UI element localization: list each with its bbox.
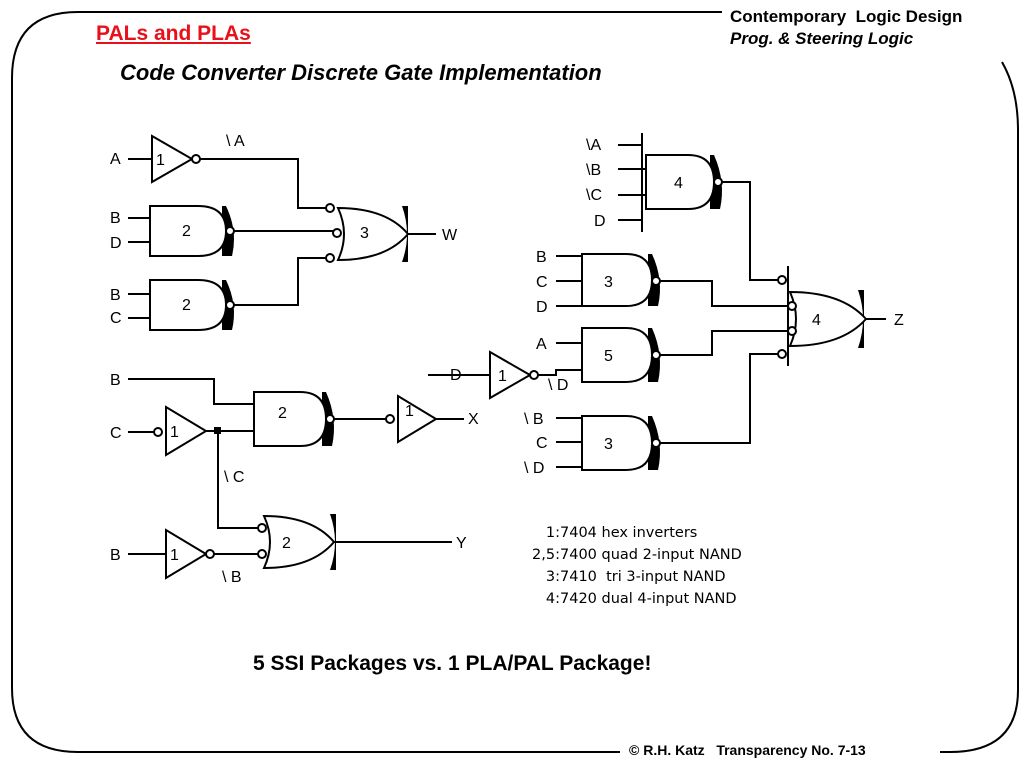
label-a: A <box>536 336 547 353</box>
nand-gate-x <box>253 391 335 447</box>
legend-text: 7410 tri 3-input NAND <box>560 569 726 585</box>
w-circuit <box>128 134 436 331</box>
nand-gate-3-bcd <box>581 253 661 307</box>
label-b: B <box>110 372 121 389</box>
gate-number: 3 <box>604 436 613 453</box>
legend-row: 1: 7404 hex inverters <box>518 522 742 544</box>
label-b: B <box>110 287 121 304</box>
gate-number: 1 <box>498 368 507 385</box>
inverter-gate-d <box>489 350 539 400</box>
label-c: C <box>536 274 548 291</box>
or-gate-w <box>325 203 410 263</box>
gate-number: 1 <box>170 547 179 564</box>
footer-credit: © R.H. Katz Transparency No. 7-13 <box>629 742 866 758</box>
header-right: Contemporary Logic Design Prog. & Steeri… <box>730 6 962 50</box>
inverter-gate-b <box>165 528 215 580</box>
label-c: C <box>110 425 122 442</box>
label-d: D <box>594 213 606 230</box>
legend-row: 4: 7420 dual 4-input NAND <box>518 588 742 610</box>
legend-code: 1: <box>545 525 560 541</box>
or-gate-y <box>257 514 336 570</box>
gate-number: 4 <box>812 312 821 329</box>
gate-number: 1 <box>170 424 179 441</box>
slide-title: Code Converter Discrete Gate Implementat… <box>120 60 602 85</box>
legend-text: 7400 quad 2-input NAND <box>560 547 742 563</box>
gate-number: 5 <box>604 348 613 365</box>
inverter-gate-c <box>165 405 208 457</box>
package-legend: 1: 7404 hex inverters 2,5: 7400 quad 2-i… <box>518 522 742 610</box>
label-b: B <box>110 547 121 564</box>
label-d: D <box>536 299 548 316</box>
label-d: D <box>110 235 122 252</box>
output-w: W <box>442 227 458 244</box>
gate-number: 2 <box>282 535 291 552</box>
gate-number: 3 <box>604 274 613 291</box>
legend-text: 7404 hex inverters <box>560 525 698 541</box>
legend-text: 7420 dual 4-input NAND <box>560 591 737 607</box>
label-not-d: \ D <box>548 377 568 394</box>
label-not-c: \ C <box>224 469 244 486</box>
label-not-a: \A <box>586 137 601 154</box>
label-not-d: \ D <box>524 460 544 477</box>
label-not-b: \B <box>586 162 601 179</box>
course-title: Contemporary Logic Design <box>730 7 963 26</box>
nand-gate-bc <box>149 279 235 331</box>
label-not-a: \ A <box>226 133 245 150</box>
section-title: PALs and PLAs <box>96 22 251 45</box>
conclusion-text: 5 SSI Packages vs. 1 PLA/PAL Package! <box>253 652 652 675</box>
legend-code: 2,5: <box>532 547 560 563</box>
nand-gate-3-bcd-inverted <box>581 415 661 471</box>
output-x: X <box>468 411 479 428</box>
label-b: B <box>536 249 547 266</box>
gate-number: 1 <box>405 403 414 420</box>
legend-code: 4: <box>545 591 560 607</box>
slide-frame <box>11 11 1019 753</box>
nand-gate-5 <box>581 327 661 383</box>
z-circuit <box>428 133 886 471</box>
label-not-b: \ B <box>524 411 544 428</box>
inverter-gate-x <box>397 394 438 444</box>
gate-number: 1 <box>156 152 165 169</box>
label-not-b: \ B <box>222 569 242 586</box>
output-z: Z <box>894 312 904 329</box>
chapter-title: Prog. & Steering Logic <box>730 29 914 48</box>
or-gate-z <box>777 266 868 366</box>
gate-number: 2 <box>182 223 191 240</box>
legend-row: 2,5: 7400 quad 2-input NAND <box>518 544 742 566</box>
nand-gate-4-upper <box>645 154 723 210</box>
legend-row: 3: 7410 tri 3-input NAND <box>518 566 742 588</box>
label-b: B <box>110 210 121 227</box>
label-c: C <box>110 310 122 327</box>
legend-code: 3: <box>545 569 560 585</box>
x-circuit <box>128 378 464 529</box>
nand-gate-bd <box>149 205 235 257</box>
gate-number: 2 <box>278 405 287 422</box>
gate-number: 4 <box>674 175 683 192</box>
output-y: Y <box>456 535 467 552</box>
label-not-c: \C <box>586 187 602 204</box>
gate-number: 3 <box>360 225 369 242</box>
label-c: C <box>536 435 548 452</box>
label-d: D <box>450 367 462 384</box>
label-a: A <box>110 151 121 168</box>
gate-number: 2 <box>182 297 191 314</box>
y-circuit <box>128 514 452 580</box>
